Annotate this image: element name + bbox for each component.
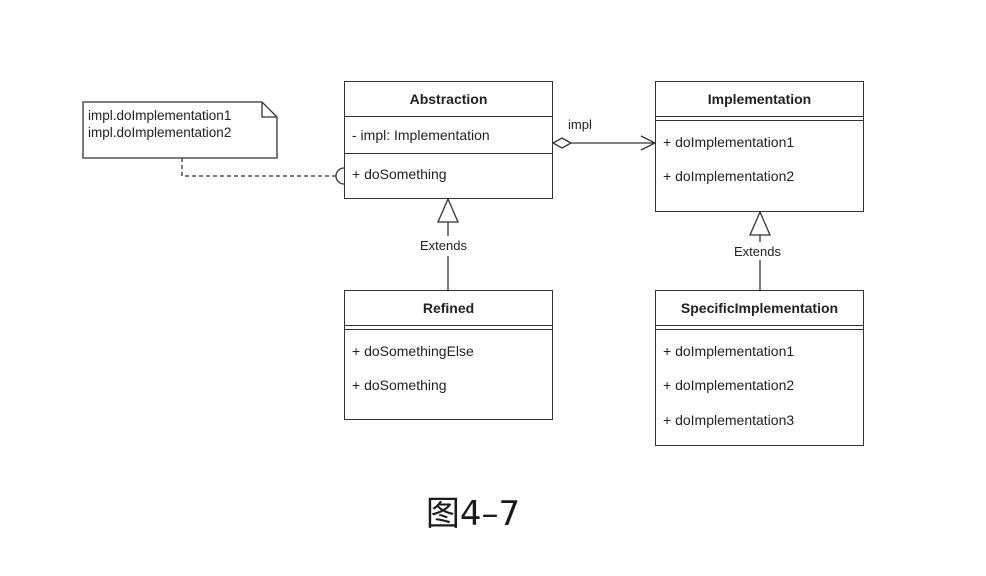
- class-attributes: - impl: Implementation: [345, 117, 552, 154]
- class-operations: + doImplementation1 + doImplementation2: [656, 121, 863, 193]
- aggregation-label: impl: [568, 117, 592, 132]
- operation-do-implementation-1: + doImplementation1: [663, 343, 795, 359]
- figure-caption: 图4–7: [425, 494, 521, 534]
- note-shape: [82, 101, 278, 159]
- operation-do-implementation-3: + doImplementation3: [663, 412, 795, 428]
- class-title: Refined: [345, 291, 552, 326]
- operation-do-implementation-2: + doImplementation2: [663, 377, 795, 393]
- note-line-1: impl.doImplementation1: [88, 108, 232, 123]
- class-title: Abstraction: [345, 82, 552, 117]
- class-operations: + doImplementation1 + doImplementation2 …: [656, 330, 863, 439]
- class-specific-implementation: SpecificImplementation + doImplementatio…: [655, 290, 864, 446]
- class-title: Implementation: [656, 82, 863, 117]
- class-empty-attributes: [656, 326, 863, 330]
- class-implementation: Implementation + doImplementation1 + doI…: [655, 81, 864, 212]
- operation-do-implementation-2: + doImplementation2: [663, 168, 795, 184]
- note-line-2: impl.doImplementation2: [88, 125, 232, 140]
- extends-right-label: Extends: [734, 244, 781, 259]
- note-link-dashed: [181, 158, 336, 177]
- class-refined: Refined + doSomethingElse + doSomething: [344, 290, 553, 420]
- class-empty-attributes: [656, 117, 863, 121]
- note-fold: [261, 102, 277, 118]
- attribute-impl: - impl: Implementation: [352, 127, 490, 143]
- operation-do-implementation-1: + doImplementation1: [663, 134, 795, 150]
- operation-do-something: + doSomething: [352, 166, 447, 182]
- class-abstraction: Abstraction - impl: Implementation + doS…: [344, 81, 553, 199]
- extends-right-triangle: [749, 210, 771, 236]
- class-empty-attributes: [345, 326, 552, 330]
- extends-left-triangle: [437, 197, 459, 223]
- note-text: impl.doImplementation1 impl.doImplementa…: [88, 107, 231, 141]
- operation-do-something-else: + doSomethingElse: [352, 343, 474, 359]
- operation-do-something: + doSomething: [352, 377, 447, 393]
- aggregation-diamond: [551, 137, 573, 149]
- class-operations: + doSomethingElse + doSomething: [345, 330, 552, 402]
- extends-left-label: Extends: [420, 238, 467, 253]
- class-title: SpecificImplementation: [656, 291, 863, 326]
- class-operations: + doSomething: [345, 154, 552, 191]
